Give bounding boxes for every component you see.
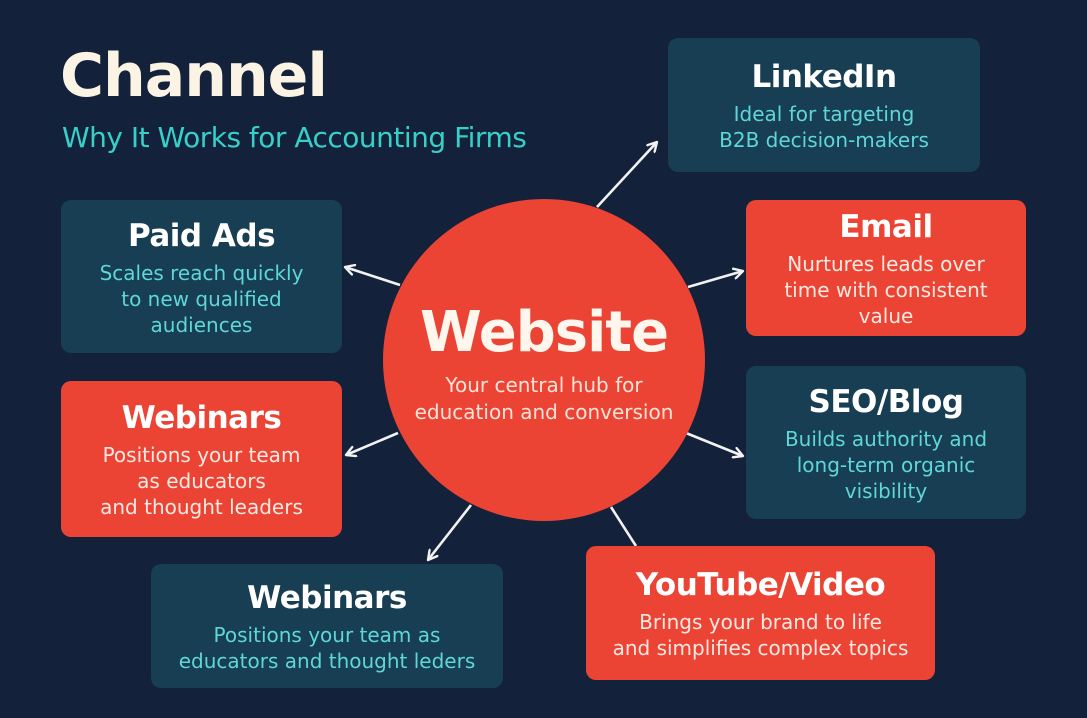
card-description: Positions your team as educators and tho… <box>100 443 303 519</box>
arrow-to-webinars-bottom <box>428 504 473 560</box>
page-title: Channel <box>60 41 328 111</box>
hub-description: Your central hub for education and conve… <box>414 373 674 424</box>
card-description: Ideal for targeting B2B decision-makers <box>719 102 929 152</box>
channel-card-paid-ads: Paid Ads Scales reach quickly to new qua… <box>61 200 342 353</box>
channel-card-email: Email Nurtures leads over time with cons… <box>746 200 1026 336</box>
arrow-to-email <box>687 271 743 289</box>
arrow-to-webinars-left <box>346 431 399 455</box>
card-description: Scales reach quickly to new qualified au… <box>99 260 304 337</box>
card-title: Paid Ads <box>127 217 276 254</box>
hub-title: Website <box>419 300 669 365</box>
arrow-to-seo-blog <box>685 431 743 456</box>
page-subtitle: Why It Works for Accounting Firms <box>62 121 527 154</box>
card-title: SEO/Blog <box>808 383 964 420</box>
card-description: Brings your brand to life and simplifies… <box>612 610 909 660</box>
channel-card-linkedin: LinkedIn Ideal for targeting B2B decisio… <box>668 38 980 172</box>
card-description: Builds authority and long-term organic v… <box>784 426 988 503</box>
card-title: YouTube/Video <box>635 567 886 603</box>
card-title: Webinars <box>247 580 407 616</box>
arrow-to-youtube <box>609 506 638 547</box>
channel-card-youtube-video: YouTube/Video Brings your brand to life … <box>586 546 935 680</box>
card-title: Webinars <box>121 400 282 436</box>
channel-card-seo-blog: SEO/Blog Builds authority and long-term … <box>746 366 1026 519</box>
card-title: Email <box>839 209 933 245</box>
website-hub: Website Your central hub for education a… <box>383 199 705 521</box>
arrow-to-paid-ads <box>345 267 401 287</box>
arrow-to-linkedin <box>596 142 657 208</box>
channel-card-webinars-left: Webinars Positions your team as educator… <box>61 381 342 537</box>
card-title: LinkedIn <box>751 59 897 95</box>
card-description: Positions your team as educators and tho… <box>178 623 476 673</box>
card-description: Nurtures leads over time with consistent… <box>784 252 988 328</box>
channel-card-webinars-bottom: Webinars Positions your team as educator… <box>151 564 503 688</box>
